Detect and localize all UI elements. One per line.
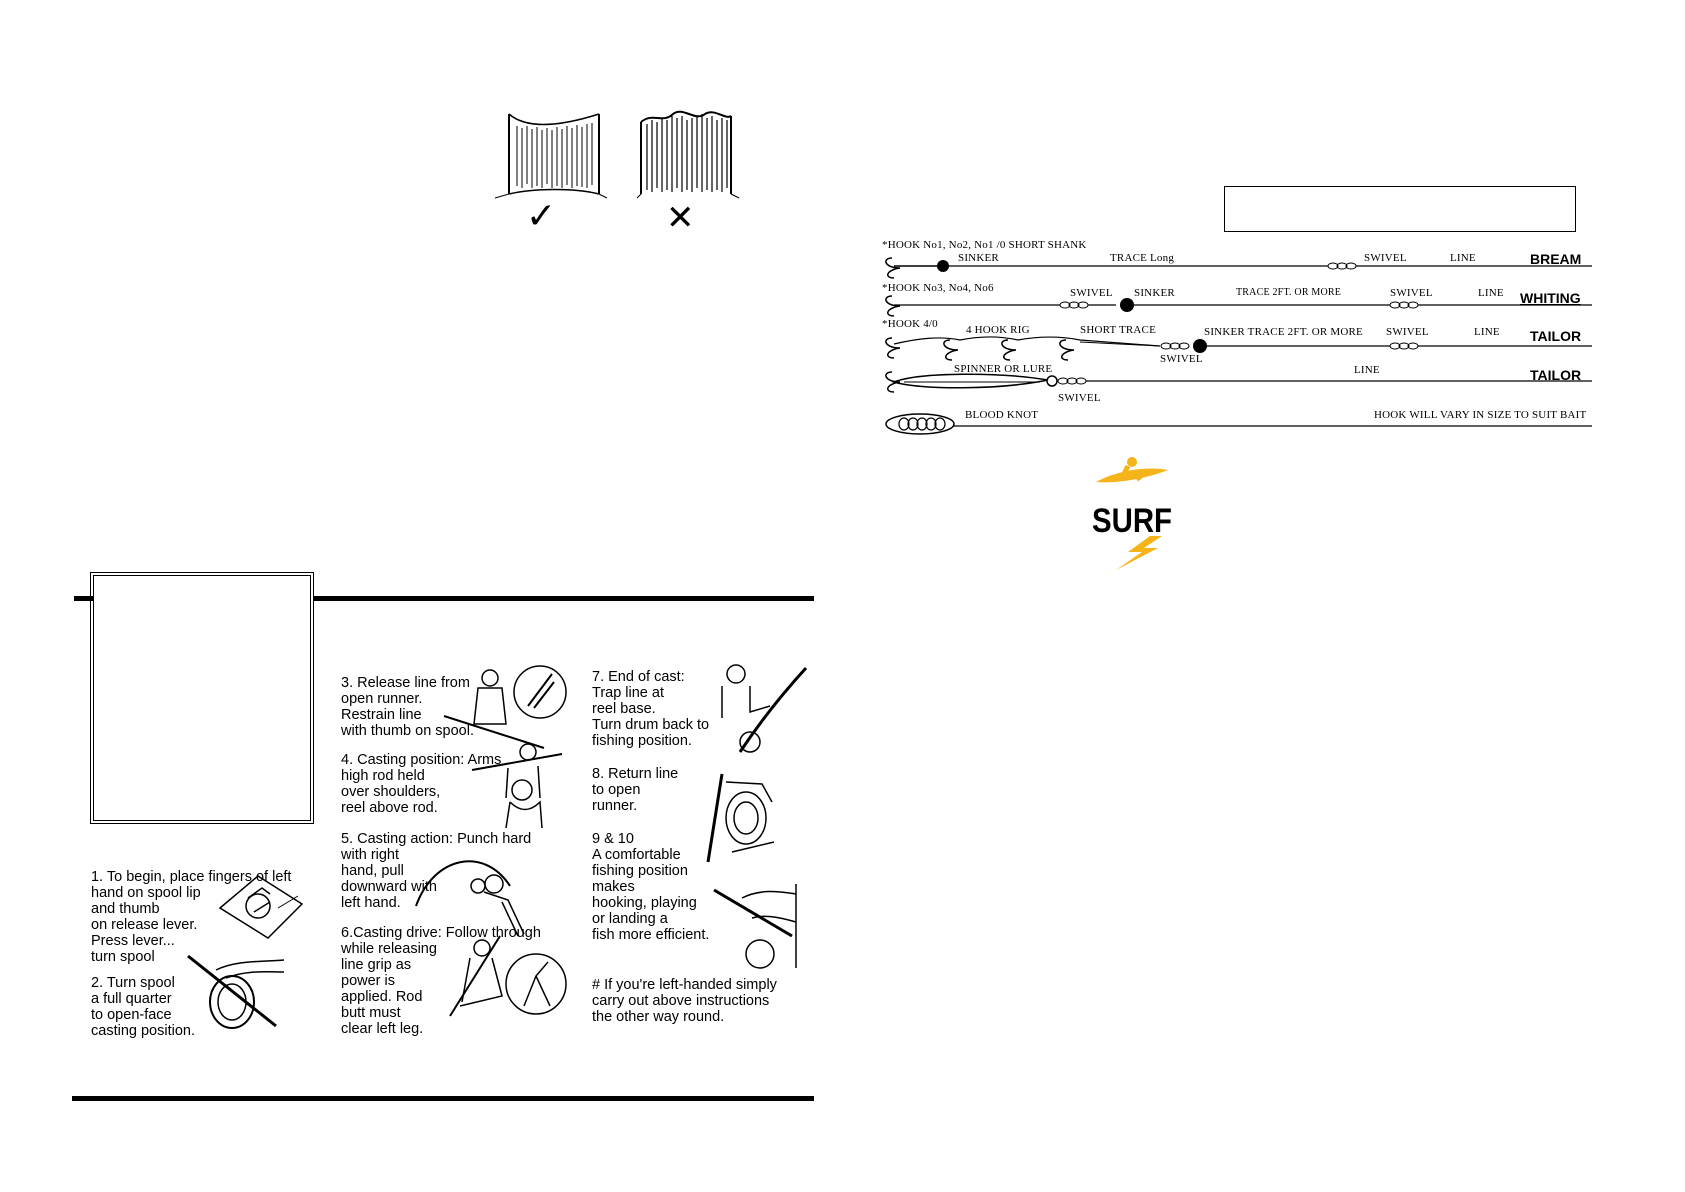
rig5-note-label: HOOK WILL VARY IN SIZE TO SUIT BAIT: [1374, 409, 1587, 421]
rig3-line-label: LINE: [1474, 326, 1500, 338]
spool-correct-illustration: [494, 113, 608, 199]
rig2-line-label: LINE: [1478, 287, 1504, 299]
step-9-illustration: [713, 884, 797, 969]
step-1-illustration: [218, 875, 304, 939]
step-3-illustration: [443, 665, 567, 749]
rig2-swivel-label: SWIVEL: [1390, 287, 1433, 299]
top-rule-right: [314, 596, 814, 601]
step-6-illustration: [449, 935, 567, 1017]
rig1-diagram: [885, 257, 1592, 279]
heading-box: [90, 572, 314, 824]
rig3-fish-label: TAILOR: [1530, 328, 1582, 344]
rig3-sinker-trace-label: SINKER TRACE 2FT. OR MORE: [1204, 326, 1363, 338]
rig5-diagram: [885, 413, 1592, 435]
step-3-text: 3. Release line from open runner. Restra…: [341, 675, 474, 739]
rig4-line-label: LINE: [1354, 364, 1380, 376]
spool-incorrect-illustration: [636, 110, 740, 199]
surf-logo-text: SURF: [1092, 502, 1172, 540]
rig1-sinker-label: SINKER: [958, 252, 999, 264]
rig3-hook-label: *HOOK 4/0: [882, 318, 938, 330]
step-8-illustration: [706, 773, 775, 863]
rig3-rig-label: 4 HOOK RIG: [966, 324, 1030, 336]
rig1-line-label: LINE: [1450, 252, 1476, 264]
rig1-trace-label: TRACE Long: [1110, 252, 1175, 264]
incorrect-mark: ✕: [666, 198, 695, 238]
rig3-swivel-low-label: SWIVEL: [1160, 353, 1203, 365]
rig2-fish-label: WHITING: [1520, 290, 1581, 306]
rig3-diagram: [885, 336, 1592, 361]
rig2-sinker-label: SINKER: [1134, 287, 1175, 299]
rig4-lure-label: SPINNER OR LURE: [954, 363, 1053, 375]
surf-logo: SURF: [1092, 457, 1172, 570]
step-9-10-text: 9 & 10 A comfortable fishing position ma…: [592, 831, 710, 943]
step-1-text: 1. To begin, place fingers of left hand …: [91, 869, 292, 965]
step-7-text: 7. End of cast: Trap line at reel base. …: [592, 669, 710, 749]
rig2-trace-label: TRACE 2FT. OR MORE: [1236, 287, 1342, 298]
top-rule-left: [74, 596, 94, 601]
rig2-swivel-a-label: SWIVEL: [1070, 287, 1113, 299]
step-4-illustration: [471, 743, 563, 829]
bottom-rule: [72, 1096, 814, 1101]
step-5-illustration: [415, 860, 525, 937]
rig1-hook-label: *HOOK No1, No2, No1 /0 SHORT SHANK: [882, 239, 1087, 251]
rig4-fish-label: TAILOR: [1530, 367, 1582, 383]
step-4-text: 4. Casting position: Arms high rod held …: [341, 752, 502, 816]
rig4-swivel-label: SWIVEL: [1058, 392, 1101, 404]
rig4-diagram: [885, 371, 1592, 393]
step-7-illustration: [721, 664, 808, 753]
rig2-hook-label: *HOOK No3, No4, No6: [882, 282, 994, 294]
step-6-text: 6.Casting drive: Follow through while re…: [341, 925, 541, 1037]
rig2-diagram: [885, 295, 1592, 317]
left-handed-note: # If you're left-handed simply carry out…: [592, 977, 777, 1025]
step-2-illustration: [187, 954, 285, 1029]
step-5-text: 5. Casting action: Punch hard with right…: [341, 831, 532, 911]
rig3-swivel-label: SWIVEL: [1386, 326, 1429, 338]
rig1-swivel-label: SWIVEL: [1364, 252, 1407, 264]
rig-title-box: [1224, 186, 1576, 232]
rig5-knot-label: BLOOD KNOT: [965, 409, 1039, 421]
rig3-short-trace-label: SHORT TRACE: [1080, 324, 1157, 336]
step-2-text: 2. Turn spool a full quarter to open-fac…: [91, 975, 195, 1039]
correct-mark: ✓: [526, 196, 557, 237]
rig1-fish-label: BREAM: [1530, 251, 1582, 267]
step-8-text: 8. Return line to open runner.: [592, 766, 679, 814]
